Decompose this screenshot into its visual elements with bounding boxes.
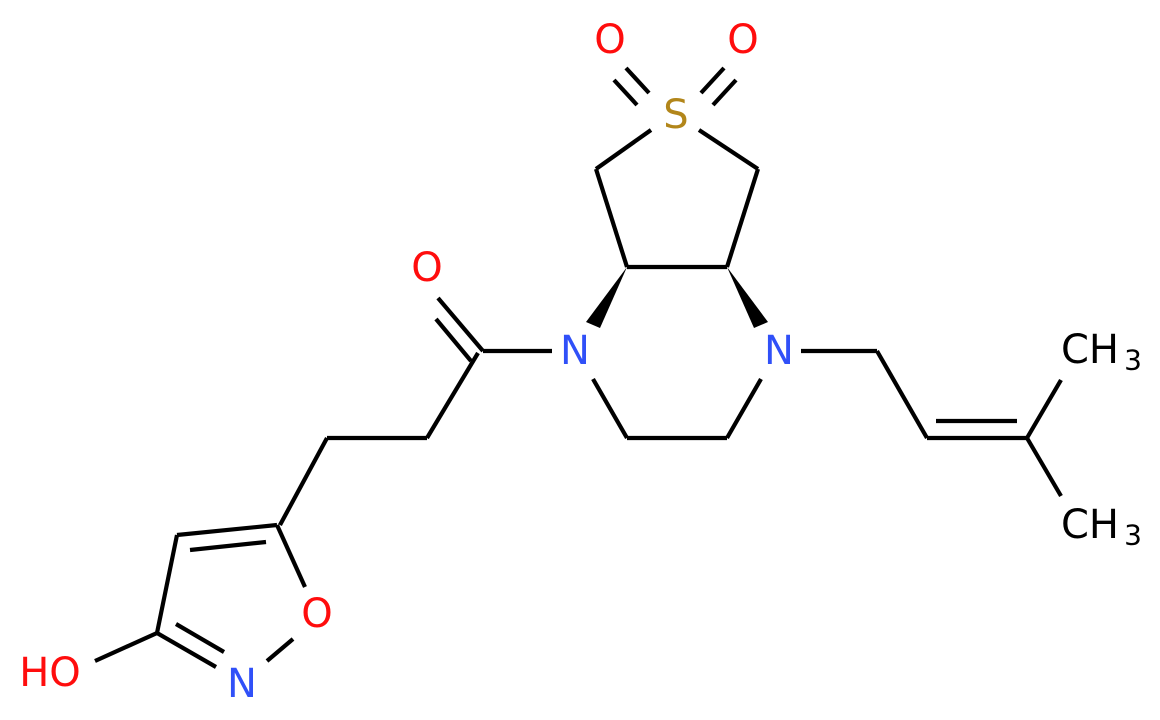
atom-n-alkyl: N <box>764 328 794 374</box>
svg-text:3: 3 <box>1124 344 1142 377</box>
svg-text:3: 3 <box>1124 519 1142 552</box>
atom-o-isoxazole: O <box>301 591 332 637</box>
stereo-wedge-right <box>727 267 768 328</box>
isoxazole-ring <box>154 522 307 669</box>
atom-hydroxyl: HO <box>19 650 81 696</box>
piperazine-ring <box>591 377 763 441</box>
sulfone-double-bond-right <box>699 66 738 107</box>
atom-n-acyl: N <box>560 328 590 374</box>
propanoyl-chain <box>278 351 480 526</box>
prenyl-chain <box>801 348 1063 498</box>
atom-o-sulfone-right: O <box>727 17 758 63</box>
carbonyl-double-bond <box>434 296 485 363</box>
svg-text:CH: CH <box>1061 502 1119 548</box>
atom-o-carbonyl: O <box>411 245 442 291</box>
stereo-wedge-left <box>586 267 627 328</box>
svg-text:CH: CH <box>1061 327 1119 373</box>
sulfone-double-bond-left <box>612 66 651 107</box>
thiolane-ring <box>593 128 761 270</box>
methyl-top-label: CH 3 <box>1061 327 1142 377</box>
atom-o-sulfone-left: O <box>594 17 625 63</box>
bond-c-oh <box>94 631 158 663</box>
methyl-bottom-label: CH 3 <box>1061 502 1142 552</box>
atom-n-isoxazole: N <box>227 661 257 707</box>
atom-sulfur: S <box>663 92 688 138</box>
